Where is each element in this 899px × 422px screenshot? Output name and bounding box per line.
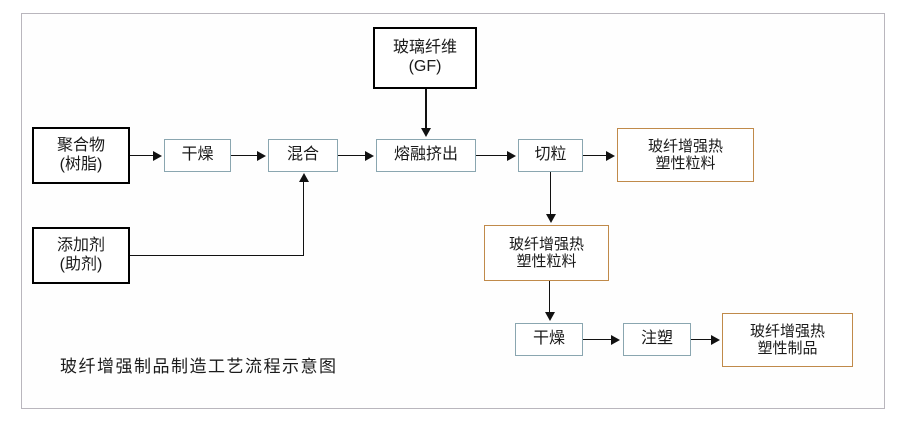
arrowhead-additives-to-mixing xyxy=(298,173,309,182)
arrowhead-mixing-to-extrusion xyxy=(365,150,374,161)
node-drying-2-label: 干燥 xyxy=(532,330,565,348)
node-pellet-product-mid-line2: 塑性粒料 xyxy=(516,253,577,270)
node-final-product[interactable]: 玻纤增强热 塑性制品 xyxy=(722,313,853,367)
connector-drying2-to-injection xyxy=(583,338,612,341)
node-pelletizing-label: 切粒 xyxy=(534,146,567,164)
connector-drying-to-mixing xyxy=(231,154,258,157)
node-injection-molding[interactable]: 注塑 xyxy=(623,323,691,356)
connector-additives-riser xyxy=(302,182,305,255)
node-pellet-product-right-line2: 塑性粒料 xyxy=(655,155,716,172)
node-drying-1[interactable]: 干燥 xyxy=(164,139,231,172)
node-pellet-product-mid[interactable]: 玻纤增强热 塑性粒料 xyxy=(484,225,609,281)
arrowhead-drying-to-mixing xyxy=(257,150,266,161)
node-additives-line2: (助剂) xyxy=(59,255,103,273)
connector-pelletizing-to-pellet-mid xyxy=(549,172,552,216)
node-additives[interactable]: 添加剂 (助剂) xyxy=(32,227,130,284)
arrowhead-injection-to-final xyxy=(711,334,720,345)
arrowhead-polymer-to-drying xyxy=(153,150,162,161)
connector-extrusion-to-pelletizing xyxy=(476,154,508,157)
node-drying-2[interactable]: 干燥 xyxy=(515,323,583,356)
arrowhead-pellet-mid-to-drying2 xyxy=(544,312,555,321)
node-pellet-product-right[interactable]: 玻纤增强热 塑性粒料 xyxy=(617,128,754,182)
node-pellet-product-right-line1: 玻纤增强热 xyxy=(647,137,723,155)
node-glass-fiber-line2: (GF) xyxy=(408,58,442,75)
connector-pelletizing-to-pellet-product xyxy=(583,154,608,157)
connector-polymer-to-drying xyxy=(130,154,154,157)
node-melt-extrusion[interactable]: 熔融挤出 xyxy=(376,139,476,172)
diagram-caption: 玻纤增强制品制造工艺流程示意图 xyxy=(60,357,338,376)
node-final-product-line2: 塑性制品 xyxy=(757,340,818,357)
arrowhead-glassfiber-to-extrusion xyxy=(421,128,431,137)
arrowhead-pelletizing-to-pellet-mid xyxy=(545,214,556,223)
node-polymer-line2: (树脂) xyxy=(59,155,103,173)
node-polymer-line1: 聚合物 xyxy=(56,136,105,154)
node-final-product-line1: 玻纤增强热 xyxy=(749,322,825,340)
connector-glassfiber-to-extrusion xyxy=(425,89,427,131)
connector-mixing-to-extrusion xyxy=(338,154,366,157)
connector-pellet-mid-to-drying2 xyxy=(548,281,551,314)
node-pelletizing[interactable]: 切粒 xyxy=(518,139,583,172)
node-polymer[interactable]: 聚合物 (树脂) xyxy=(32,127,130,184)
node-additives-line1: 添加剂 xyxy=(56,236,105,254)
connector-injection-to-final xyxy=(691,338,713,341)
node-drying-1-label: 干燥 xyxy=(181,146,214,164)
node-glass-fiber-line1: 玻璃纤维 xyxy=(392,39,457,57)
arrowhead-extrusion-to-pelletizing xyxy=(507,150,516,161)
node-injection-molding-label: 注塑 xyxy=(640,330,673,348)
node-pellet-product-mid-line1: 玻纤增强热 xyxy=(508,235,584,253)
node-glass-fiber[interactable]: 玻璃纤维 (GF) xyxy=(373,27,477,89)
node-mixing[interactable]: 混合 xyxy=(268,139,338,172)
node-melt-extrusion-label: 熔融挤出 xyxy=(393,146,458,164)
arrowhead-pelletizing-to-pellet-product xyxy=(606,150,615,161)
arrowhead-drying2-to-injection xyxy=(611,334,620,345)
connector-additives-horizontal xyxy=(130,254,304,257)
node-mixing-label: 混合 xyxy=(286,146,319,164)
